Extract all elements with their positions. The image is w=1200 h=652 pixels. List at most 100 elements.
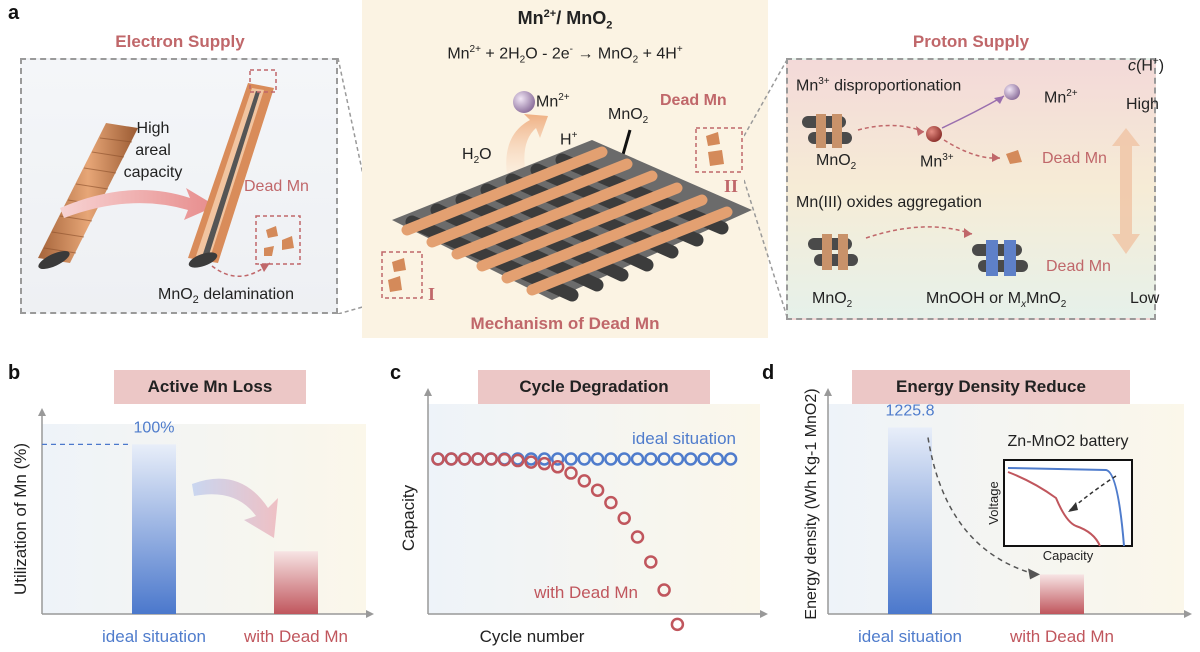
y-axis-label: Energy density (Wh Kg-1 MnO2) <box>803 388 820 619</box>
panel-c-letter: c <box>390 362 402 384</box>
mno2-cluster-bottom-icon <box>808 234 858 270</box>
data-point-ideal <box>537 452 552 466</box>
panel-c-title: Cycle Degradation <box>478 370 710 404</box>
x-tick-label: ideal situation <box>858 627 962 646</box>
deposition-arrow-icon <box>506 114 548 175</box>
data-point-ideal <box>723 452 738 466</box>
roman-label-I: I <box>428 284 436 304</box>
data-point-dead-mn <box>444 452 459 466</box>
mn3plus-sphere-icon <box>926 126 942 142</box>
data-point-dead-mn <box>577 474 592 488</box>
y-axis-arrow <box>824 388 832 396</box>
data-point-dead-mn <box>524 455 538 469</box>
electron-supply-illustration <box>38 69 301 278</box>
data-point-dead-mn <box>511 453 525 468</box>
y-axis-label: Utilization of Mn (%) <box>11 443 30 595</box>
panel-a-letter: a <box>8 2 20 24</box>
data-point-ideal <box>697 452 711 466</box>
data-point-ideal <box>617 452 631 466</box>
connector-lines-right <box>744 57 788 321</box>
inset-xlabel: Capacity <box>1043 548 1094 563</box>
inset-arrowhead <box>1068 502 1078 512</box>
electron-supply-box <box>20 58 338 314</box>
reaction-equation: Mn2+ + 2H2O - 2e- → MnO2 + 4H+ <box>447 44 683 66</box>
inset-ylabel: Voltage <box>986 481 1001 524</box>
decrease-arrow <box>192 478 278 538</box>
data-point-dead-mn <box>617 511 631 526</box>
legend-ideal: ideal situation <box>632 429 736 448</box>
data-point-dead-mn <box>670 617 685 632</box>
mn-mno2-title: Mn2+/ MnO2 <box>517 8 613 32</box>
data-point-dead-mn <box>564 466 578 480</box>
x-axis-arrow <box>760 610 768 618</box>
mn3-disproportionation-label: Mn3+ disproportionation <box>796 76 962 95</box>
proton-supply-title: Proton Supply <box>912 32 1030 51</box>
c-h-label: c(H+) <box>1128 56 1165 75</box>
mn2plus-label-right: Mn2+ <box>1044 88 1078 107</box>
dead-mn-label-center: Dead Mn <box>660 92 727 109</box>
proton-gradient-arrow-icon <box>1112 128 1140 254</box>
panel-b-title: Active Mn Loss <box>114 370 306 404</box>
data-point-ideal <box>630 452 645 466</box>
plot-background <box>428 404 760 614</box>
data-point-dead-mn <box>657 583 671 597</box>
high-areal-capacity-label: High areal capacity <box>123 120 183 181</box>
decrease-arrow <box>927 437 1037 576</box>
data-point-dead-mn <box>630 530 645 544</box>
y-axis-arrow <box>38 408 46 416</box>
bar-value-label: 100% <box>134 419 175 436</box>
mechanism-title: Mechanism of Dead Mn <box>470 314 660 333</box>
y-axis-label: Capacity <box>399 484 418 551</box>
dead-mn-label-left: Dead Mn <box>244 178 309 195</box>
transform-arrow-icon <box>60 188 216 220</box>
dead-mn-fragments-icon <box>264 226 294 256</box>
bar-ideal <box>132 444 176 614</box>
data-point-ideal <box>577 452 592 466</box>
mno2-label-center: MnO2 <box>608 106 649 127</box>
data-point-ideal <box>657 452 671 466</box>
data-point-ideal <box>590 452 605 466</box>
panel-b-letter: b <box>8 362 21 384</box>
inset-frame <box>1003 459 1133 547</box>
bar-dead-mn <box>1040 574 1084 614</box>
panel-d-chart: 1225.8 ideal situation with Dead Mn Energy … <box>803 388 1192 646</box>
mn2plus-sphere-icon <box>513 91 535 113</box>
mechanism-illustration <box>381 91 752 302</box>
dead-mn-label-bottom-right: Dead Mn <box>1046 258 1111 275</box>
inset-title: Zn-MnO2 battery <box>1008 433 1129 450</box>
data-point-dead-mn <box>457 452 472 466</box>
data-point-ideal <box>710 452 725 466</box>
data-point-ideal <box>564 452 578 466</box>
legend-dead-mn: with Dead Mn <box>533 583 638 602</box>
bar-dead-mn <box>274 551 318 614</box>
x-axis-label: Cycle number <box>480 627 585 646</box>
data-point-ideal <box>604 452 618 466</box>
electron-supply-title: Electron Supply <box>115 32 245 51</box>
data-point-dead-mn <box>471 452 485 466</box>
data-point-dead-mn <box>431 452 445 466</box>
high-label: High <box>1126 96 1159 113</box>
inset-curve-dead-mn <box>1007 471 1101 547</box>
mn2plus-label-center: Mn2+ <box>536 92 570 111</box>
woven-mesh-icon <box>392 140 752 302</box>
x-tick-label: with Dead Mn <box>1009 627 1114 646</box>
dead-mn-box <box>255 215 301 265</box>
x-tick-label: ideal situation <box>102 627 206 646</box>
h2o-label: H2O <box>462 146 492 167</box>
x-axis-arrow <box>366 610 374 618</box>
proton-supply-illustration <box>802 84 1140 276</box>
data-point-dead-mn <box>604 495 618 510</box>
decrease-arrowhead <box>1028 568 1040 580</box>
mnooh-cluster-icon <box>972 240 1028 276</box>
mn3-oxides-aggregation-label: Mn(III) oxides aggregation <box>796 194 982 211</box>
data-point-dead-mn <box>484 452 498 466</box>
bar-value-label: 1225.8 <box>886 402 935 419</box>
data-point-ideal <box>550 452 565 466</box>
panel-d-title: Energy Density Reduce <box>852 370 1130 404</box>
mno2-delamination-label: MnO2 delamination <box>158 286 294 307</box>
panel-d-letter: d <box>762 362 775 384</box>
data-point-dead-mn <box>497 452 512 467</box>
inset-curve-ideal <box>1007 467 1125 547</box>
mn2plus-sphere-right-icon <box>1004 84 1020 100</box>
